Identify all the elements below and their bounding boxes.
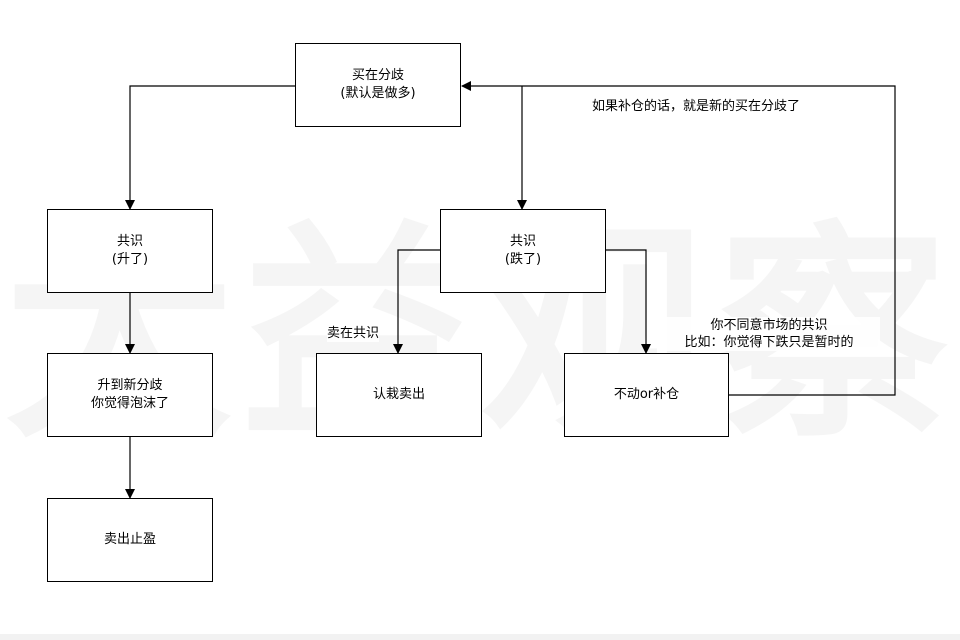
node-consensus-up-line2: (升了) [111,252,149,267]
node-admit-loss-line1: 认栽卖出 [372,387,425,402]
node-hold-or-add: 不动or补仓 [564,353,729,437]
edge-buy-to-consensus-up [125,85,296,210]
edge-label-disagree-line2: 比如：你觉得下跌只是暂时的 [684,335,854,350]
edge-label-add-back: 如果补仓的话，就是新的买在分歧了 [592,98,801,115]
edge-label-disagree-line1: 你不同意市场的共识 [710,318,828,333]
node-new-divergence-line1: 升到新分歧 [97,378,163,393]
node-consensus-down-line1: 共识 [509,234,536,249]
node-new-divergence: 升到新分歧 你觉得泡沫了 [47,353,213,437]
node-buy-divergence-line1: 买在分歧 [351,68,404,83]
node-consensus-up-line1: 共识 [116,234,143,249]
node-admit-loss: 认栽卖出 [316,353,482,437]
edge-label-disagree: 你不同意市场的共识 比如：你觉得下跌只是暂时的 [658,317,880,351]
edge-hold-to-buy [461,81,896,396]
node-hold-or-add-line1: 不动or补仓 [613,387,680,402]
node-consensus-up: 共识 (升了) [47,209,213,293]
node-buy-divergence-line2: (默认是做多) [340,86,416,101]
node-take-profit-line1: 卖出止盈 [103,532,156,547]
node-take-profit: 卖出止盈 [47,498,213,582]
node-buy-divergence: 买在分歧 (默认是做多) [295,43,461,127]
bottom-bar [0,634,960,640]
edge-consensus-down-to-admit-loss [393,249,440,354]
edge-consensus-down-to-hold [605,249,651,354]
node-consensus-down: 共识 (跌了) [440,209,606,293]
node-consensus-down-line2: (跌了) [504,252,542,267]
edge-label-sell-consensus: 卖在共识 [327,325,380,342]
node-new-divergence-line2: 你觉得泡沫了 [90,396,169,411]
